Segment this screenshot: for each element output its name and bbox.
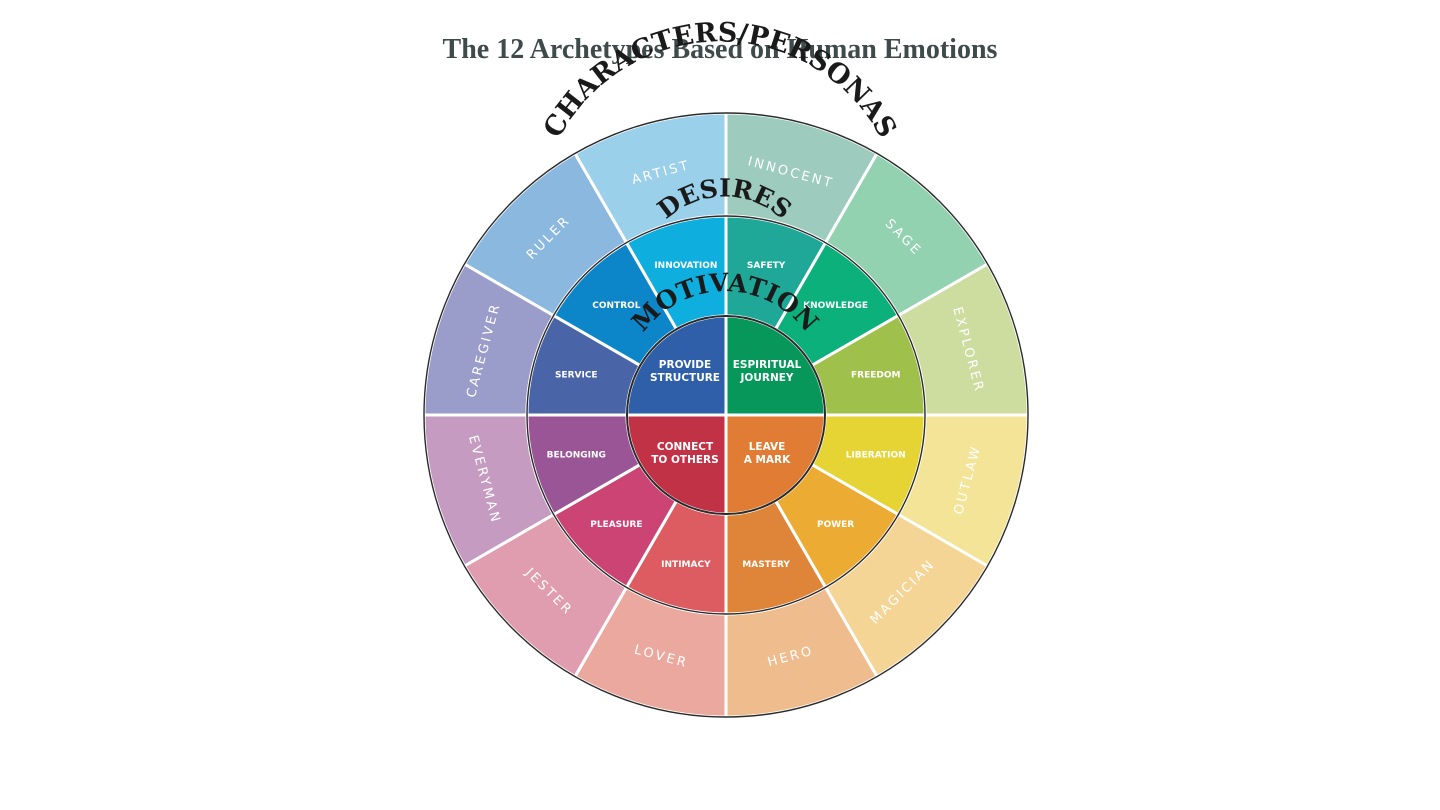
desire-label-safety: SAFETY xyxy=(747,261,786,271)
page-title: The 12 Archetypes Based on Human Emotion… xyxy=(442,34,998,65)
desire-label-power: POWER xyxy=(817,520,854,530)
desire-label-pleasure: PLEASURE xyxy=(590,520,642,530)
desire-label-intimacy: INTIMACY xyxy=(661,560,711,570)
desire-label-knowledge: KNOWLEDGE xyxy=(803,301,868,311)
outer-border xyxy=(423,112,1029,718)
inner-border xyxy=(626,315,826,515)
desire-label-belonging: BELONGING xyxy=(547,451,606,461)
desire-label-service: SERVICE xyxy=(555,370,598,380)
desire-label-control: CONTROL xyxy=(592,301,641,311)
desire-label-mastery: MASTERY xyxy=(742,560,790,570)
desire-label-freedom: FREEDOM xyxy=(851,370,900,380)
middle-border xyxy=(526,215,926,615)
outer-ring-archetypes: INNOCENTSAGEEXPLOREROUTLAWMAGICIANHEROLO… xyxy=(422,111,1030,719)
desire-label-liberation: LIBERATION xyxy=(846,451,906,461)
desire-label-innovation: INNOVATION xyxy=(654,261,717,271)
